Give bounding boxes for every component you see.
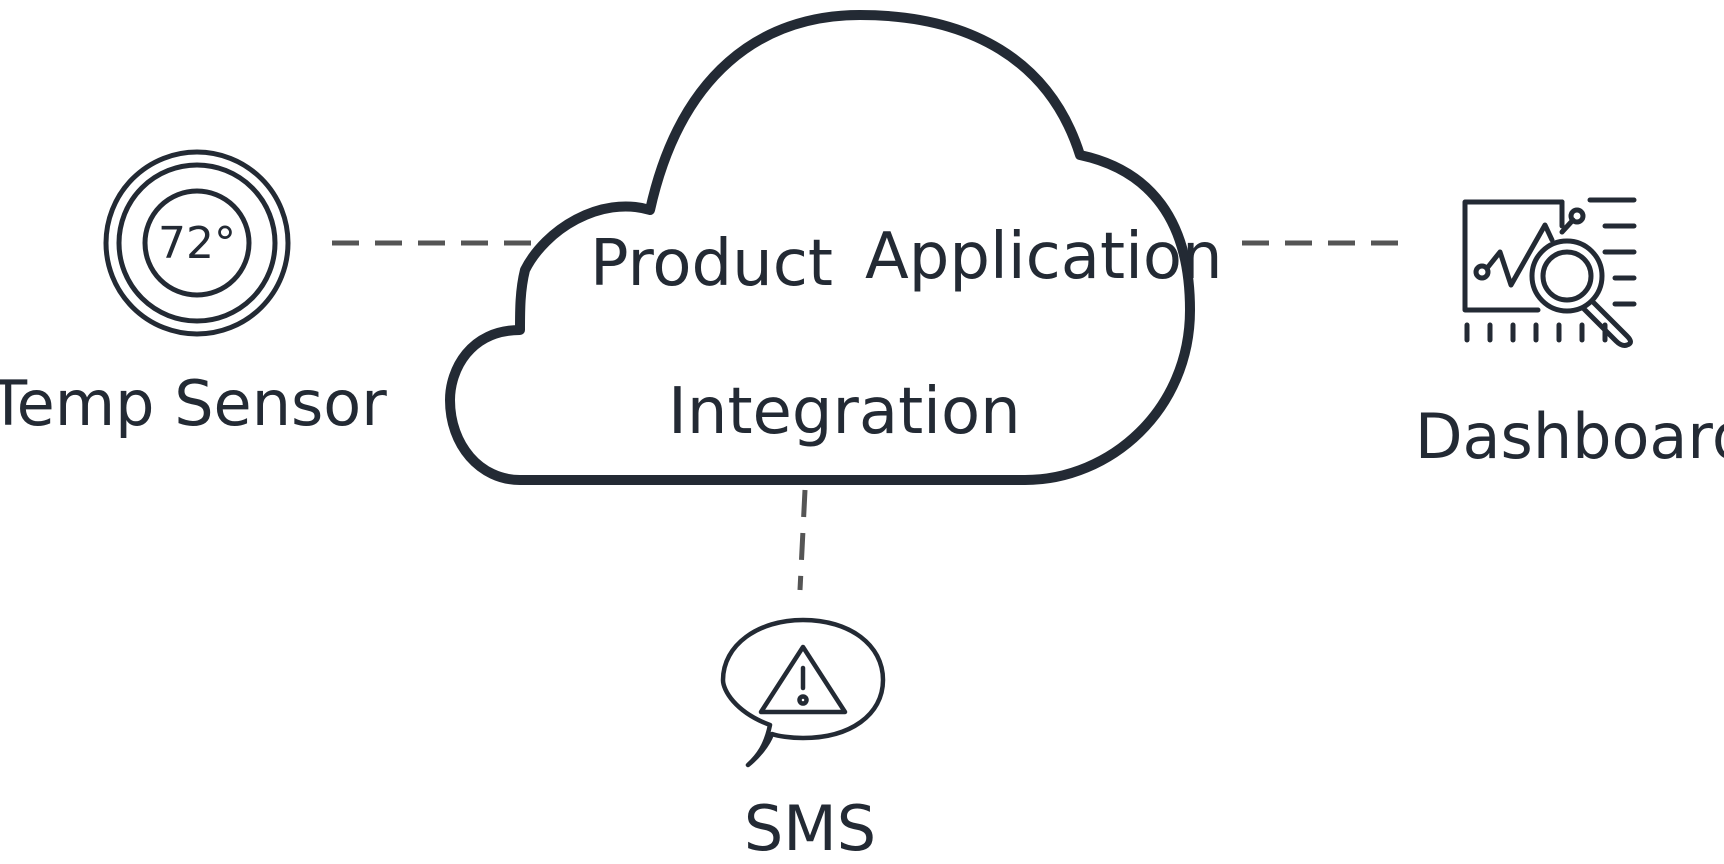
dashboard-label: Dashboard bbox=[1415, 400, 1724, 473]
temp-sensor-label: Temp Sensor bbox=[0, 367, 387, 440]
sms-label: SMS bbox=[744, 792, 876, 864]
cloud-label-application: Application bbox=[865, 220, 1223, 294]
cloud-label-integration: Integration bbox=[668, 375, 1021, 449]
cloud-icon bbox=[445, 10, 1195, 485]
analytics-dashboard-icon bbox=[1462, 197, 1637, 348]
alert-speech-bubble-icon bbox=[720, 617, 886, 768]
thermostat-reading: 72° bbox=[158, 218, 236, 269]
edge-cloud-to-sms bbox=[797, 489, 808, 591]
thermostat-icon: 72° bbox=[103, 149, 291, 337]
cloud-label-product: Product bbox=[590, 227, 833, 301]
